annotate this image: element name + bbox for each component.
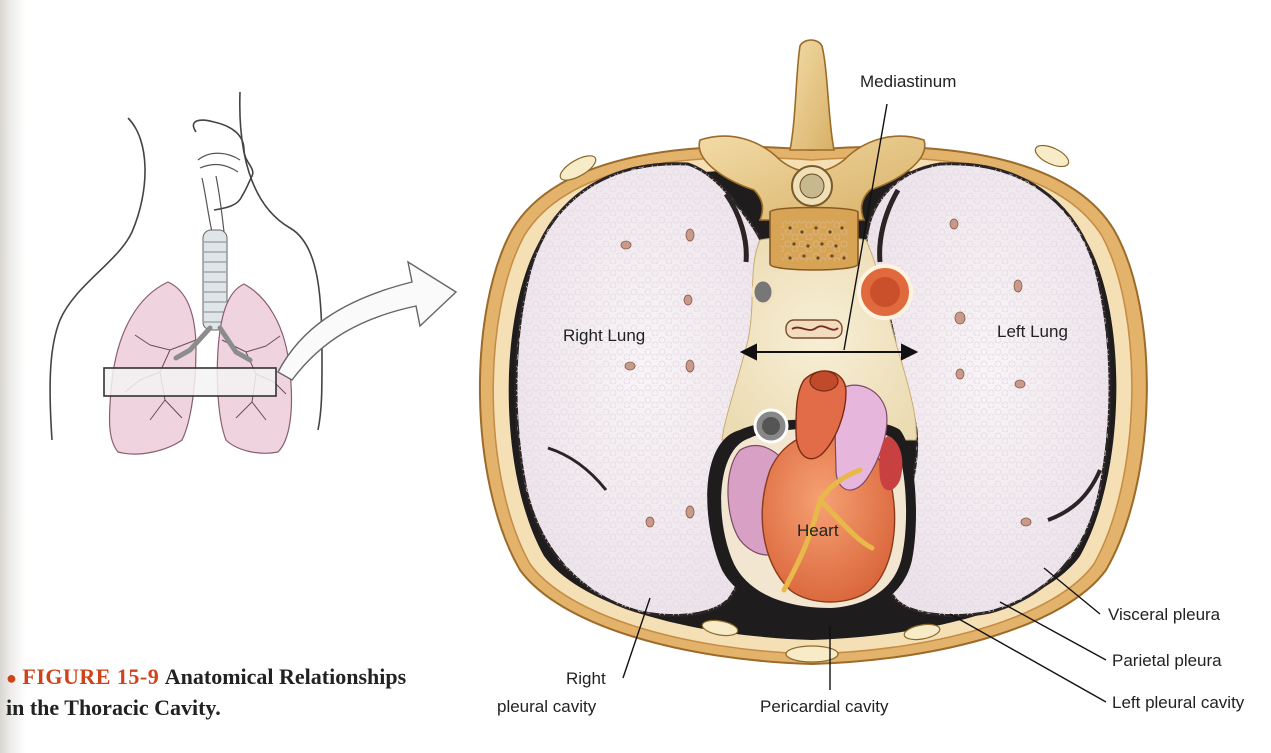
- label-pericardial-cavity: Pericardial cavity: [760, 697, 889, 717]
- figure-number: FIGURE 15-9: [22, 664, 159, 689]
- label-right-pleural-cavity-line2: pleural cavity: [497, 697, 596, 717]
- caption-bullet-icon: ●: [6, 668, 17, 688]
- figure-title-line1: Anatomical Relationships: [165, 664, 406, 689]
- label-visceral-pleura: Visceral pleura: [1108, 605, 1220, 625]
- bleed-through-text: [1200, 20, 1270, 420]
- label-parietal-pleura: Parietal pleura: [1112, 651, 1222, 671]
- label-mediastinum: Mediastinum: [860, 72, 956, 92]
- label-left-lung: Left Lung: [997, 322, 1068, 342]
- label-heart: Heart: [797, 521, 839, 541]
- figure-title-line2: in the Thoracic Cavity.: [6, 695, 221, 720]
- upper-airway: [198, 153, 240, 232]
- curved-arrow: [278, 262, 456, 380]
- section-plane: [104, 368, 276, 396]
- label-right-lung: Right Lung: [563, 326, 645, 346]
- figure-caption: ● FIGURE 15-9 Anatomical Relationships i…: [6, 662, 446, 723]
- label-right-pleural-cavity-line1: Right: [566, 669, 606, 689]
- label-left-pleural-cavity: Left pleural cavity: [1112, 693, 1244, 713]
